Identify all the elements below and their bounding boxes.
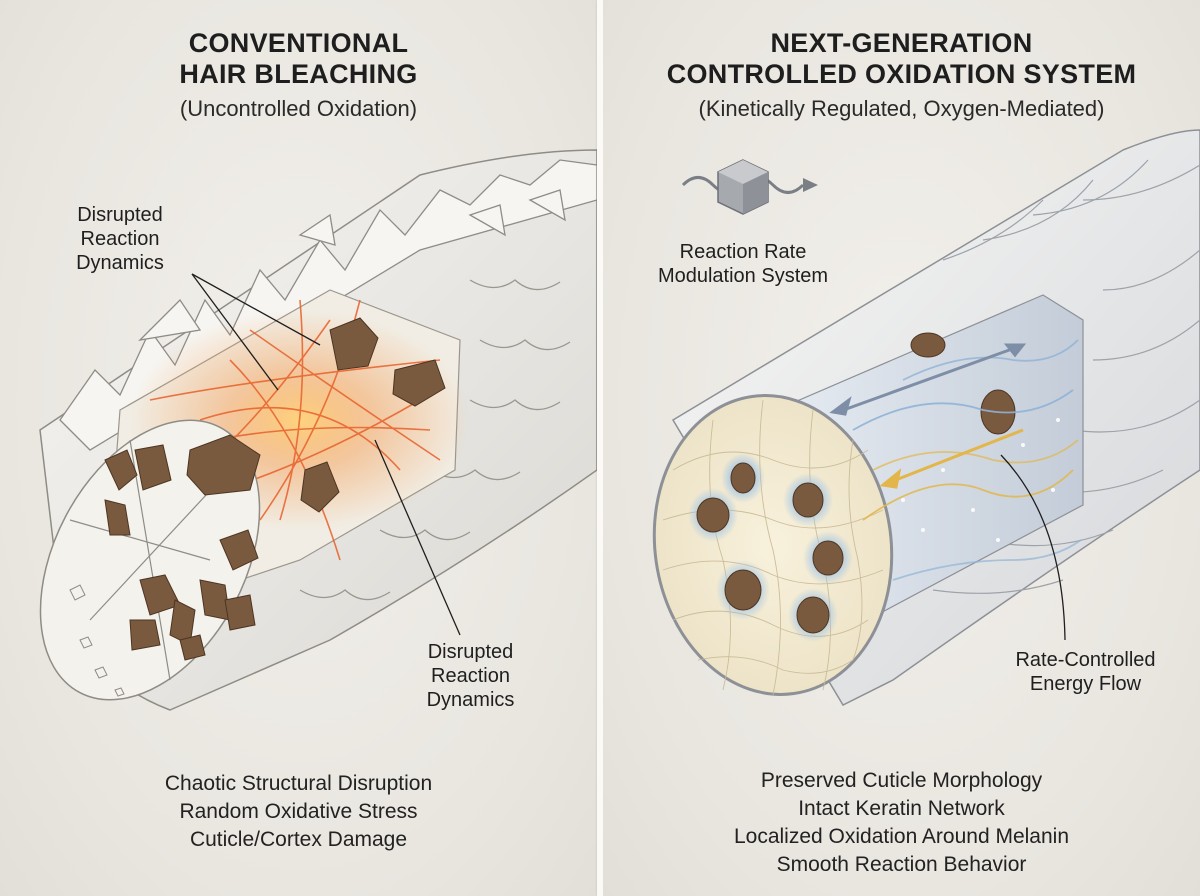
keratin-network xyxy=(662,399,884,696)
flow-direction-arrows xyxy=(829,343,1027,489)
left-title-line-1: CONVENTIONAL xyxy=(188,28,409,58)
conventional-bleaching-panel: CONVENTIONAL HAIR BLEACHING (Uncontrolle… xyxy=(0,0,597,896)
callout-bottom-line-3: Dynamics xyxy=(426,689,515,711)
left-title: CONVENTIONAL HAIR BLEACHING xyxy=(0,28,597,90)
controlled-energy-flow xyxy=(852,339,1082,581)
callout-bottom-line-2: Reaction xyxy=(431,665,510,687)
flow-label: Rate-Controlled Energy Flow xyxy=(998,648,1173,696)
intact-hair-illustration xyxy=(652,129,1200,706)
left-feature-3: Cuticle/Cortex Damage xyxy=(189,828,408,851)
callout-disrupted-top: Disrupted Reaction Dynamics xyxy=(55,203,185,275)
cross-section-cracks xyxy=(69,439,221,681)
callout-leaders xyxy=(191,273,461,636)
debris-fragments xyxy=(69,584,125,697)
callout-top-line-1: Disrupted xyxy=(77,204,163,226)
left-feature-2: Random Oxidative Stress xyxy=(179,800,418,823)
flow-callout-leader xyxy=(1000,454,1066,641)
controlled-oxidation-panel: NEXT-GENERATION CONTROLLED OXIDATION SYS… xyxy=(603,0,1200,896)
callout-top-line-2: Reaction xyxy=(80,228,160,250)
panel-divider xyxy=(597,0,603,896)
module-label-line-1: Reaction Rate xyxy=(679,241,807,263)
left-title-line-2: HAIR BLEACHING xyxy=(179,59,418,89)
flow-label-line-2: Energy Flow xyxy=(1029,673,1142,695)
left-subtitle: (Uncontrolled Oxidation) xyxy=(179,96,418,121)
right-title-line-2: CONTROLLED OXIDATION SYSTEM xyxy=(666,59,1137,89)
right-feature-2: Intact Keratin Network xyxy=(798,797,1005,820)
right-feature-1: Preserved Cuticle Morphology xyxy=(760,769,1043,792)
right-feature-3: Localized Oxidation Around Melanin xyxy=(733,825,1070,848)
hexagon-cube-icon xyxy=(681,159,818,215)
module-label-line-2: Modulation System xyxy=(657,265,829,287)
melanin-granules xyxy=(104,317,446,661)
chaotic-oxidation-lines xyxy=(149,299,441,561)
right-title-line-1: NEXT-GENERATION xyxy=(770,28,1033,58)
flow-label-line-1: Rate-Controlled xyxy=(1015,649,1156,671)
right-title: NEXT-GENERATION CONTROLLED OXIDATION SYS… xyxy=(603,28,1200,90)
left-feature-1: Chaotic Structural Disruption xyxy=(164,772,433,795)
damaged-hair-illustration xyxy=(39,149,597,711)
right-feature-list: Preserved Cuticle Morphology Intact Kera… xyxy=(603,767,1200,879)
callout-top-line-3: Dynamics xyxy=(76,252,164,274)
callout-disrupted-bottom: Disrupted Reaction Dynamics xyxy=(403,640,538,712)
module-label: Reaction Rate Modulation System xyxy=(643,240,843,288)
flow-sparkles xyxy=(901,418,1060,542)
callout-bottom-line-1: Disrupted xyxy=(427,641,514,663)
right-feature-4: Smooth Reaction Behavior xyxy=(776,853,1027,876)
left-feature-list: Chaotic Structural Disruption Random Oxi… xyxy=(0,770,597,854)
right-subtitle: (Kinetically Regulated, Oxygen-Mediated) xyxy=(698,96,1105,121)
